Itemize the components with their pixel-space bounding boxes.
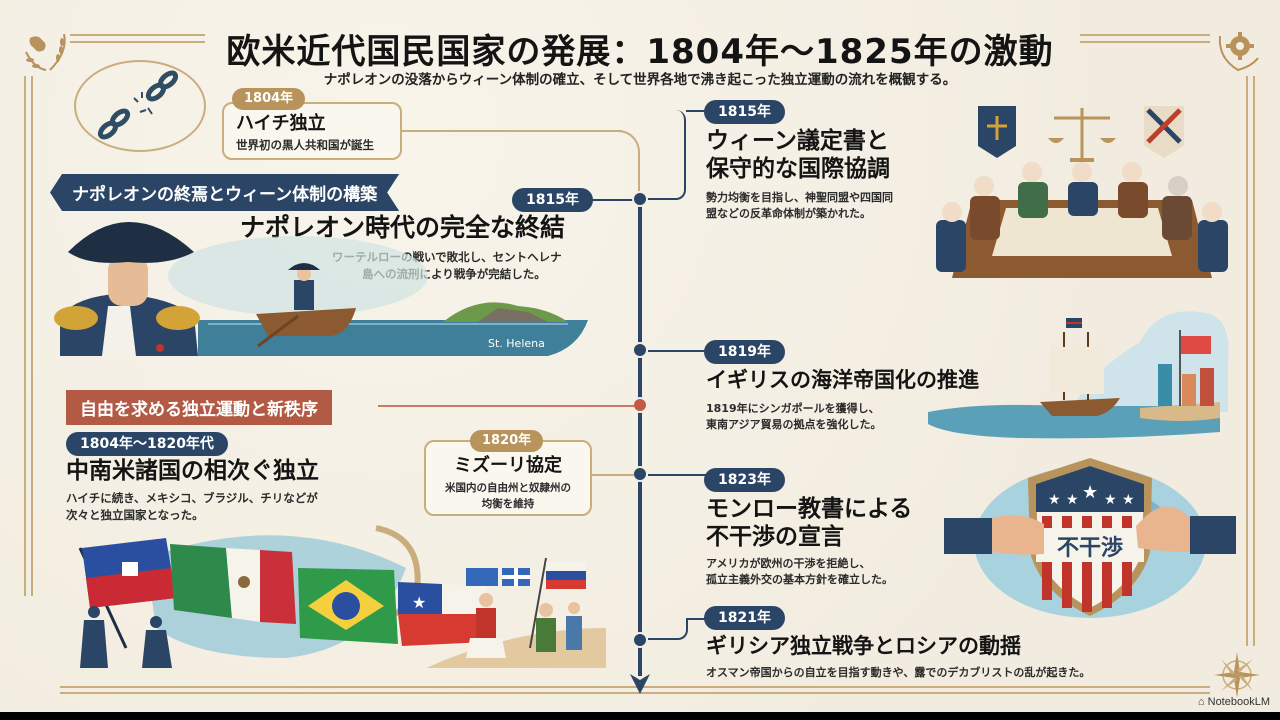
greece-title: ギリシア独立戦争とロシアの動揺 <box>706 634 1021 658</box>
monroe-title-1: モンロー教書による <box>706 496 913 522</box>
monroe-title-2: 不干渉の宣言 <box>706 524 844 550</box>
greece-connector-path <box>648 618 688 640</box>
vienna-connector-path <box>640 110 686 200</box>
bottom-letterbox-bar <box>0 712 1280 720</box>
latin-america-desc-1: ハイチに続き、メキシコ、ブラジル、チリなどが <box>66 491 318 505</box>
svg-text:★: ★ <box>412 593 426 612</box>
haiti-connector <box>402 130 622 132</box>
st-helena-label: St. Helena <box>488 337 545 350</box>
congress-of-vienna-illustration <box>936 106 1228 278</box>
frame-top-line-right <box>1080 41 1210 43</box>
notebooklm-watermark: ⌂ NotebookLM <box>1198 696 1270 708</box>
frame-bottom-line <box>60 692 1210 694</box>
britain-connector <box>648 350 708 352</box>
broken-chain-icon <box>97 70 179 140</box>
missouri-year-badge: 1820年 <box>470 430 544 452</box>
section-banner-napoleon: ナポレオンの終焉とウィーン体制の構築 <box>50 174 399 211</box>
napoleon-year-badge: 1815年 <box>512 188 593 212</box>
timeline-axis <box>638 196 642 676</box>
vienna-desc-2: 盟などの反革命体制が築かれた。 <box>706 207 871 220</box>
frame-left-line <box>24 76 26 596</box>
monroe-connector <box>648 474 708 476</box>
haiti-title: ハイチ独立 <box>236 113 326 134</box>
britain-year-badge: 1819年 <box>704 340 785 364</box>
globe-shield-graphic: ★★★ ★★ <box>944 458 1236 618</box>
svg-text:★: ★ <box>1048 492 1061 508</box>
britain-desc-1: 1819年にシンガポールを獲得し、 <box>706 402 880 415</box>
frame-right-line <box>1253 76 1255 646</box>
frame-right-line <box>1246 76 1248 646</box>
haiti-connector-curve <box>600 130 640 200</box>
notebooklm-logo-icon: ⌂ <box>1197 696 1208 708</box>
timeline-dot-section-independence <box>632 397 648 413</box>
svg-text:★: ★ <box>1104 492 1117 508</box>
missouri-desc-2: 均衡を維持 <box>481 498 535 510</box>
monroe-shield-text: 不干渉 <box>1056 536 1123 561</box>
vienna-desc-1: 勢力均衡を目指し、神聖同盟や四国同 <box>706 191 893 204</box>
missouri-connector <box>592 474 634 476</box>
timeline-dot-1819 <box>632 342 648 358</box>
monroe-desc-1: アメリカが欧州の干渉を拒絶し、 <box>706 557 871 570</box>
svg-text:★: ★ <box>1082 482 1098 503</box>
greece-desc: オスマン帝国からの自立を目指す動きや、露でのデカブリストの乱が起きた。 <box>706 666 1091 679</box>
timeline-dot-1820 <box>632 466 648 482</box>
haiti-callout <box>222 102 402 160</box>
vienna-year-badge: 1815年 <box>704 100 785 124</box>
latin-america-year-badge: 1804年～1820年代 <box>66 432 228 456</box>
napoleon-connector <box>576 199 640 201</box>
frame-bottom-line <box>60 686 1210 688</box>
missouri-desc-1: 米国内の自由州と奴隷州の <box>445 482 571 494</box>
singapore-ship-illustration <box>928 311 1229 439</box>
monroe-year-badge: 1823年 <box>704 468 785 492</box>
page-subtitle: ナポレオンの没落からウィーン体制の確立、そして世界各地で沸き起こった独立運動の流… <box>323 72 957 88</box>
missouri-callout <box>424 440 592 516</box>
page-title: 欧米近代国民国家の発展：1804年～1825年の激動 <box>226 32 1054 72</box>
haiti-desc: 世界初の黒人共和国が誕生 <box>236 138 374 152</box>
gear-laurel-emblem-icon <box>1218 32 1259 72</box>
greece-year-badge: 1821年 <box>704 606 785 630</box>
haiti-chain-circle <box>74 60 206 152</box>
monroe-shield-illustration: ★★★ ★★ 不干渉 <box>940 452 1240 620</box>
britain-desc-2: 東南アジア貿易の拠点を強化した。 <box>706 418 882 431</box>
timeline-dot-1821 <box>632 632 648 648</box>
latin-america-greece-flags-illustration: ★ <box>78 525 606 668</box>
greece-connector-top <box>686 618 708 620</box>
britain-title: イギリスの海洋帝国化の推進 <box>706 368 979 392</box>
vienna-title-1: ウィーン議定書と <box>706 128 889 154</box>
svg-text:★: ★ <box>1066 492 1079 508</box>
latin-america-desc-2: 次々と独立国家となった。 <box>66 508 204 522</box>
napoleon-st-helena-illustration: St. Helena <box>54 222 588 356</box>
timeline-arrow-icon <box>630 674 650 694</box>
svg-text:★: ★ <box>1122 492 1135 508</box>
independence-connector <box>378 405 634 407</box>
vienna-connector-top <box>686 110 706 112</box>
frame-left-line <box>31 76 33 596</box>
timeline-dot-1815 <box>632 191 648 207</box>
haiti-year-badge: 1804年 <box>232 88 306 110</box>
section-banner-independence: 自由を求める独立運動と新秩序 <box>66 390 332 425</box>
frame-top-line-right <box>1080 34 1210 36</box>
compass-rose-icon <box>1214 652 1260 698</box>
frame-top-line <box>70 41 205 43</box>
vienna-title-2: 保守的な国際協調 <box>706 156 890 182</box>
watermark-text: NotebookLM <box>1207 696 1270 708</box>
laurel-map-emblem-icon <box>25 33 66 71</box>
missouri-title: ミズーリ協定 <box>454 455 562 476</box>
monroe-desc-2: 孤立主義外交の基本方針を確立した。 <box>706 573 893 586</box>
latin-america-title: 中南米諸国の相次ぐ独立 <box>66 458 319 484</box>
frame-top-line <box>70 34 205 36</box>
